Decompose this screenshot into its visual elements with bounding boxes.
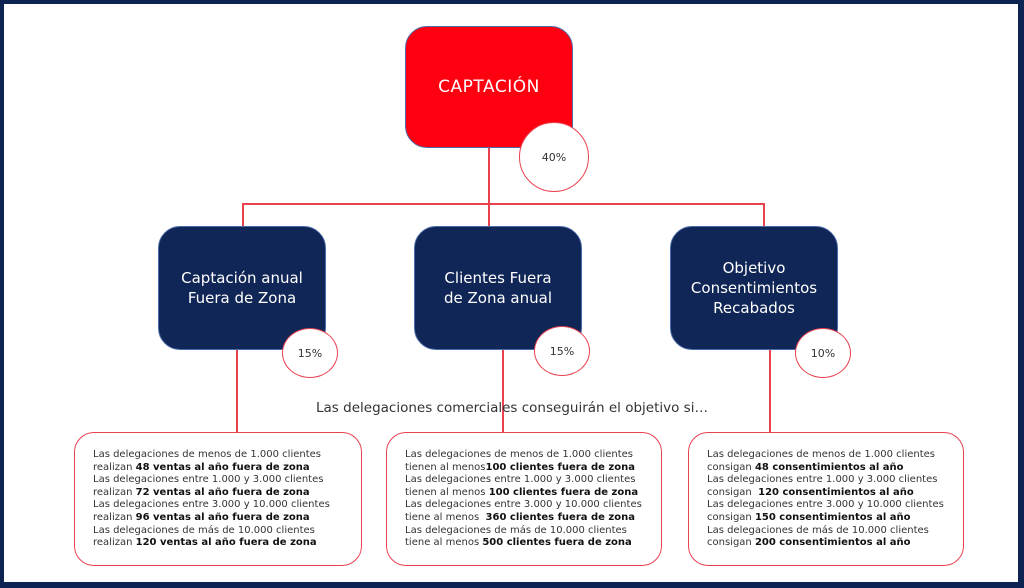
detail-box-consentimientos: Las delegaciones de menos de 1.000 clien… [688, 432, 964, 566]
detail-row: Las delegaciones entre 1.000 y 3.000 cli… [707, 474, 938, 498]
branch-title: Captación anual Fuera de Zona [181, 269, 303, 307]
detail-row: Las delegaciones de menos de 1.000 clien… [405, 449, 635, 473]
branch-weight: 15% [549, 344, 575, 358]
branch-title: Clientes Fuera de Zona anual [443, 269, 552, 307]
detail-row: Las delegaciones de menos de 1.000 clien… [707, 449, 935, 473]
branch-weight-badge: 15% [282, 328, 338, 378]
detail-row: Las delegaciones entre 3.000 y 10.000 cl… [405, 499, 642, 523]
root-weight-badge: 40% [519, 122, 589, 192]
connector-mid-detail [502, 350, 504, 432]
branch-weight: 10% [810, 346, 836, 360]
detail-row: Las delegaciones de menos de 1.000 clien… [93, 449, 321, 473]
detail-box-ventas: Las delegaciones de menos de 1.000 clien… [74, 432, 362, 566]
branch-weight-badge: 10% [795, 328, 851, 378]
detail-row: Las delegaciones entre 3.000 y 10.000 cl… [707, 499, 944, 523]
branch-title: Objetivo Consentimientos Recabados [690, 259, 818, 317]
detail-row: Las delegaciones entre 1.000 y 3.000 cli… [93, 474, 324, 498]
branch-node-consentimientos: Objetivo Consentimientos Recabados [670, 226, 838, 350]
connector-root-down [488, 148, 490, 226]
detail-row: Las delegaciones entre 3.000 y 10.000 cl… [93, 499, 330, 523]
connector-right-detail [769, 350, 771, 432]
detail-row: Las delegaciones de más de 10.000 client… [93, 524, 317, 549]
branch-weight-badge: 15% [534, 326, 590, 376]
condition-text: Las delegaciones comerciales conseguirán… [316, 400, 708, 416]
connector-left-detail [236, 350, 238, 432]
detail-row: Las delegaciones de más de 10.000 client… [405, 524, 632, 549]
connector-horizontal [242, 203, 764, 205]
connector-left-down [242, 203, 244, 226]
branch-weight: 15% [297, 346, 323, 360]
root-weight: 40% [541, 150, 567, 164]
condition-label: Las delegaciones comerciales conseguirán… [0, 400, 1024, 416]
detail-box-clientes: Las delegaciones de menos de 1.000 clien… [386, 432, 662, 566]
detail-row: Las delegaciones de más de 10.000 client… [707, 524, 929, 549]
connector-right-down [763, 203, 765, 226]
root-title: CAPTACIÓN [438, 77, 540, 97]
detail-row: Las delegaciones entre 1.000 y 3.000 cli… [405, 474, 639, 498]
